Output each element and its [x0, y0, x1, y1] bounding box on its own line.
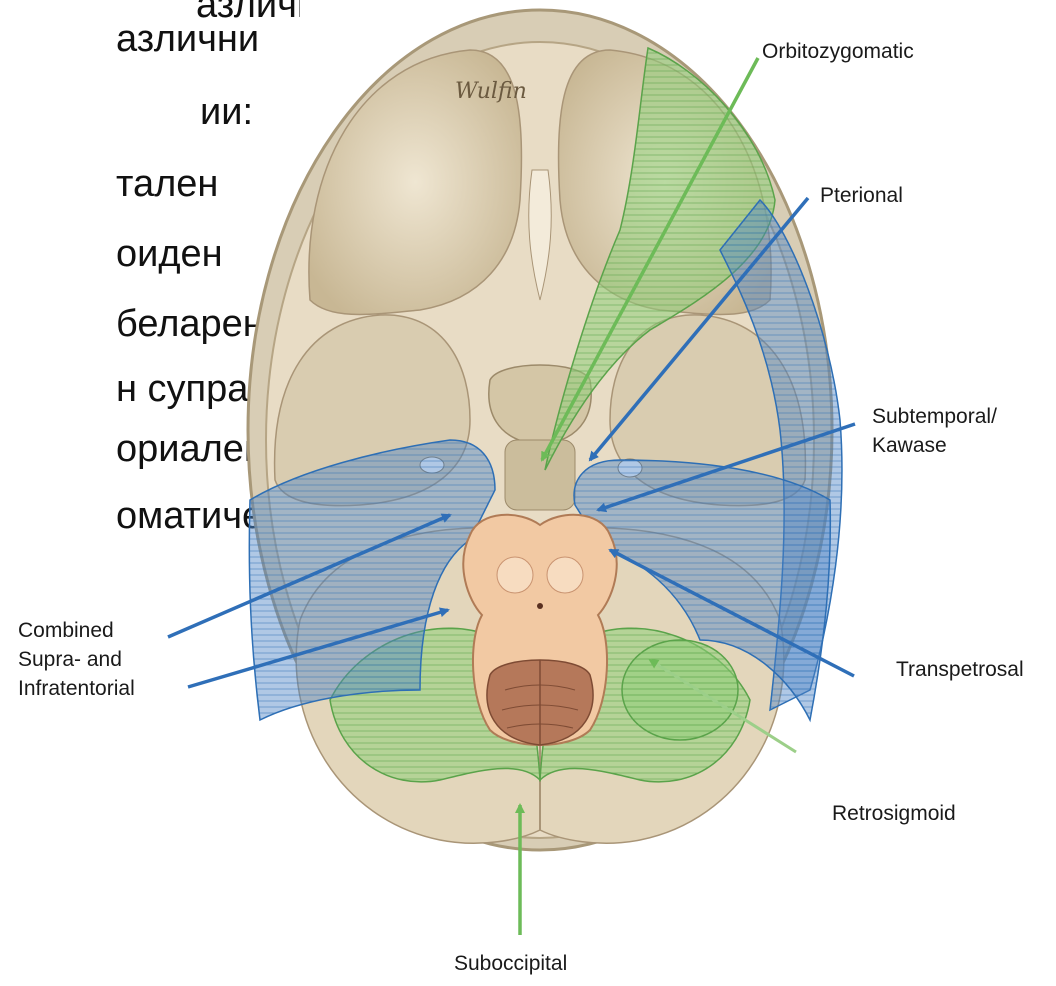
label-orbitozygomatic: Orbitozygomatic — [762, 38, 914, 65]
label-retrosigmoid: Retrosigmoid — [832, 800, 956, 827]
label-suboccipital: Suboccipital — [454, 950, 567, 977]
label-combined-line1: Combined — [18, 617, 114, 644]
label-transpetrosal: Transpetrosal — [896, 656, 1024, 683]
label-subtemporal-line2: Kawase — [872, 432, 947, 459]
label-pterional: Pterional — [820, 182, 903, 209]
label-combined-line2: Supra- and — [18, 646, 122, 673]
artist-signature: Wulfin — [455, 79, 527, 104]
label-subtemporal-line1: Subtemporal/ — [872, 403, 997, 430]
label-combined-line3: Infratentorial — [18, 675, 135, 702]
